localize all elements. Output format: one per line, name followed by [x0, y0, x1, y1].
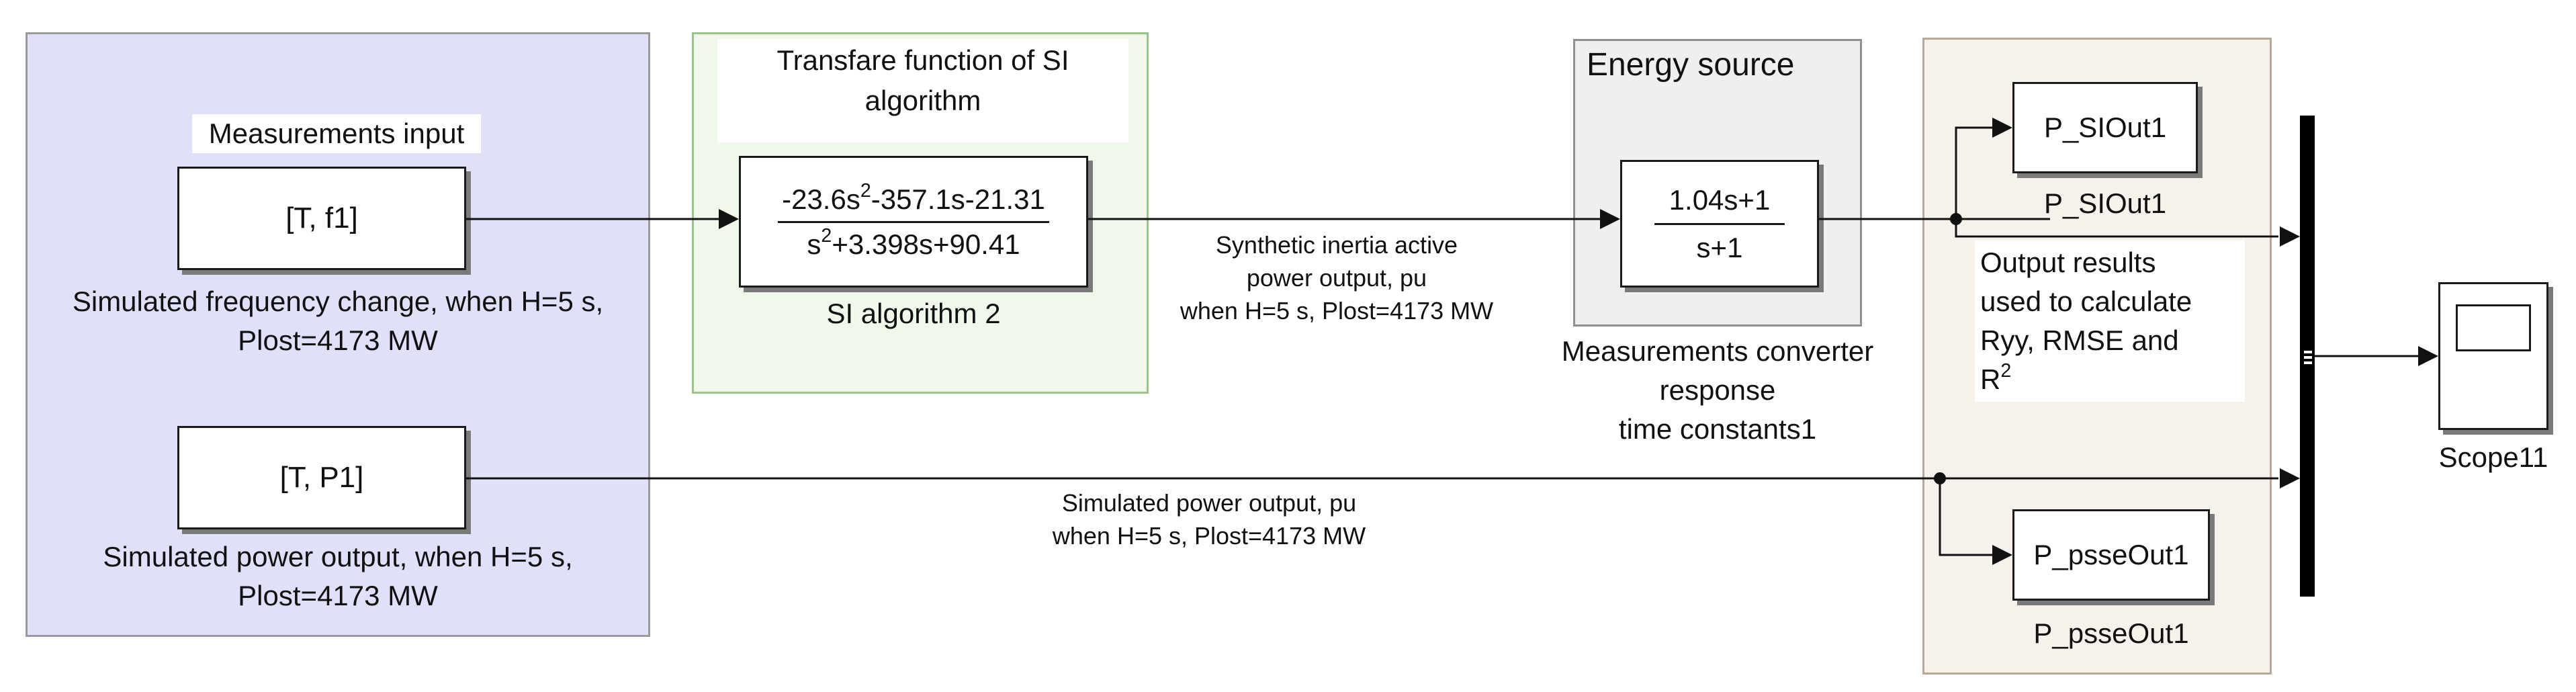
from-block-frequency[interactable]: [T, f1]: [177, 167, 466, 270]
energy-source-title: Energy source: [1587, 47, 1795, 83]
converter-transfer-fcn[interactable]: 1.04s+1 s+1: [1620, 160, 1819, 288]
from-block-power[interactable]: [T, P1]: [177, 426, 466, 529]
si-algorithm-caption: SI algorithm 2: [826, 298, 1001, 329]
branch-dot-si: [1950, 213, 1962, 225]
to-workspace-si-label: P_SIOut1: [2043, 112, 2167, 143]
wire-branch-to-psse-out: [1939, 478, 1994, 556]
branch-dot-power: [1934, 472, 1946, 484]
from-block-power-caption: Simulated power output, when H=5 s, Plos…: [103, 541, 573, 611]
converter-caption: Measurements converter response time con…: [1561, 335, 1874, 445]
transfer-function-title: Transfare function of SI algorithm: [717, 39, 1128, 142]
wire-branch-to-mux: [1955, 219, 2278, 238]
arrow-into-mux-1: [2280, 226, 2300, 247]
arrow-into-si-out: [1992, 118, 2012, 138]
converter-denominator: s+1: [1696, 231, 1743, 263]
si-algorithm-fraction: -23.6s2-357.1s-21.31 s2+3.398s+90.41: [778, 181, 1049, 261]
measurements-input-title: Measurements input: [192, 114, 481, 153]
to-workspace-si[interactable]: P_SIOut1: [2012, 82, 2198, 173]
to-workspace-psse-caption: P_psseOut1: [2033, 617, 2189, 649]
converter-numerator: 1.04s+1: [1654, 184, 1785, 225]
arrow-into-mux-2: [2280, 468, 2300, 488]
scope-caption: Scope11: [2438, 441, 2548, 473]
output-results-text: Output results used to calculate Ryy, RM…: [1975, 241, 2245, 402]
wire-branch-to-si-out: [1955, 126, 1994, 236]
si-denominator: s2+3.398s+90.41: [807, 224, 1020, 260]
to-workspace-si-caption: P_SIOut1: [2043, 187, 2167, 219]
si-numerator: -23.6s2-357.1s-21.31: [778, 181, 1049, 223]
arrow-into-scope: [2418, 346, 2438, 366]
arrow-into-psse-out: [1992, 545, 2012, 565]
to-workspace-psse-label: P_psseOut1: [2033, 539, 2189, 570]
si-output-signal-label: Synthetic inertia active power output, p…: [1180, 231, 1494, 325]
arrow-into-converter: [1600, 209, 1620, 229]
from-block-frequency-label: [T, f1]: [285, 202, 358, 234]
from-block-frequency-caption: Simulated frequency change, when H=5 s, …: [72, 286, 604, 356]
converter-fraction: 1.04s+1 s+1: [1654, 184, 1785, 264]
to-workspace-psse[interactable]: P_psseOut1: [2012, 509, 2210, 601]
arrow-into-si: [719, 209, 739, 229]
si-algorithm-transfer-fcn[interactable]: -23.6s2-357.1s-21.31 s2+3.398s+90.41: [739, 156, 1088, 288]
scope-block[interactable]: [2438, 282, 2548, 430]
scope-screen: [2456, 304, 2531, 351]
from-block-power-label: [T, P1]: [279, 461, 364, 494]
power-output-signal-label: Simulated power output, pu when H=5 s, P…: [1052, 489, 1366, 550]
mux-port-marks: [2304, 348, 2312, 365]
